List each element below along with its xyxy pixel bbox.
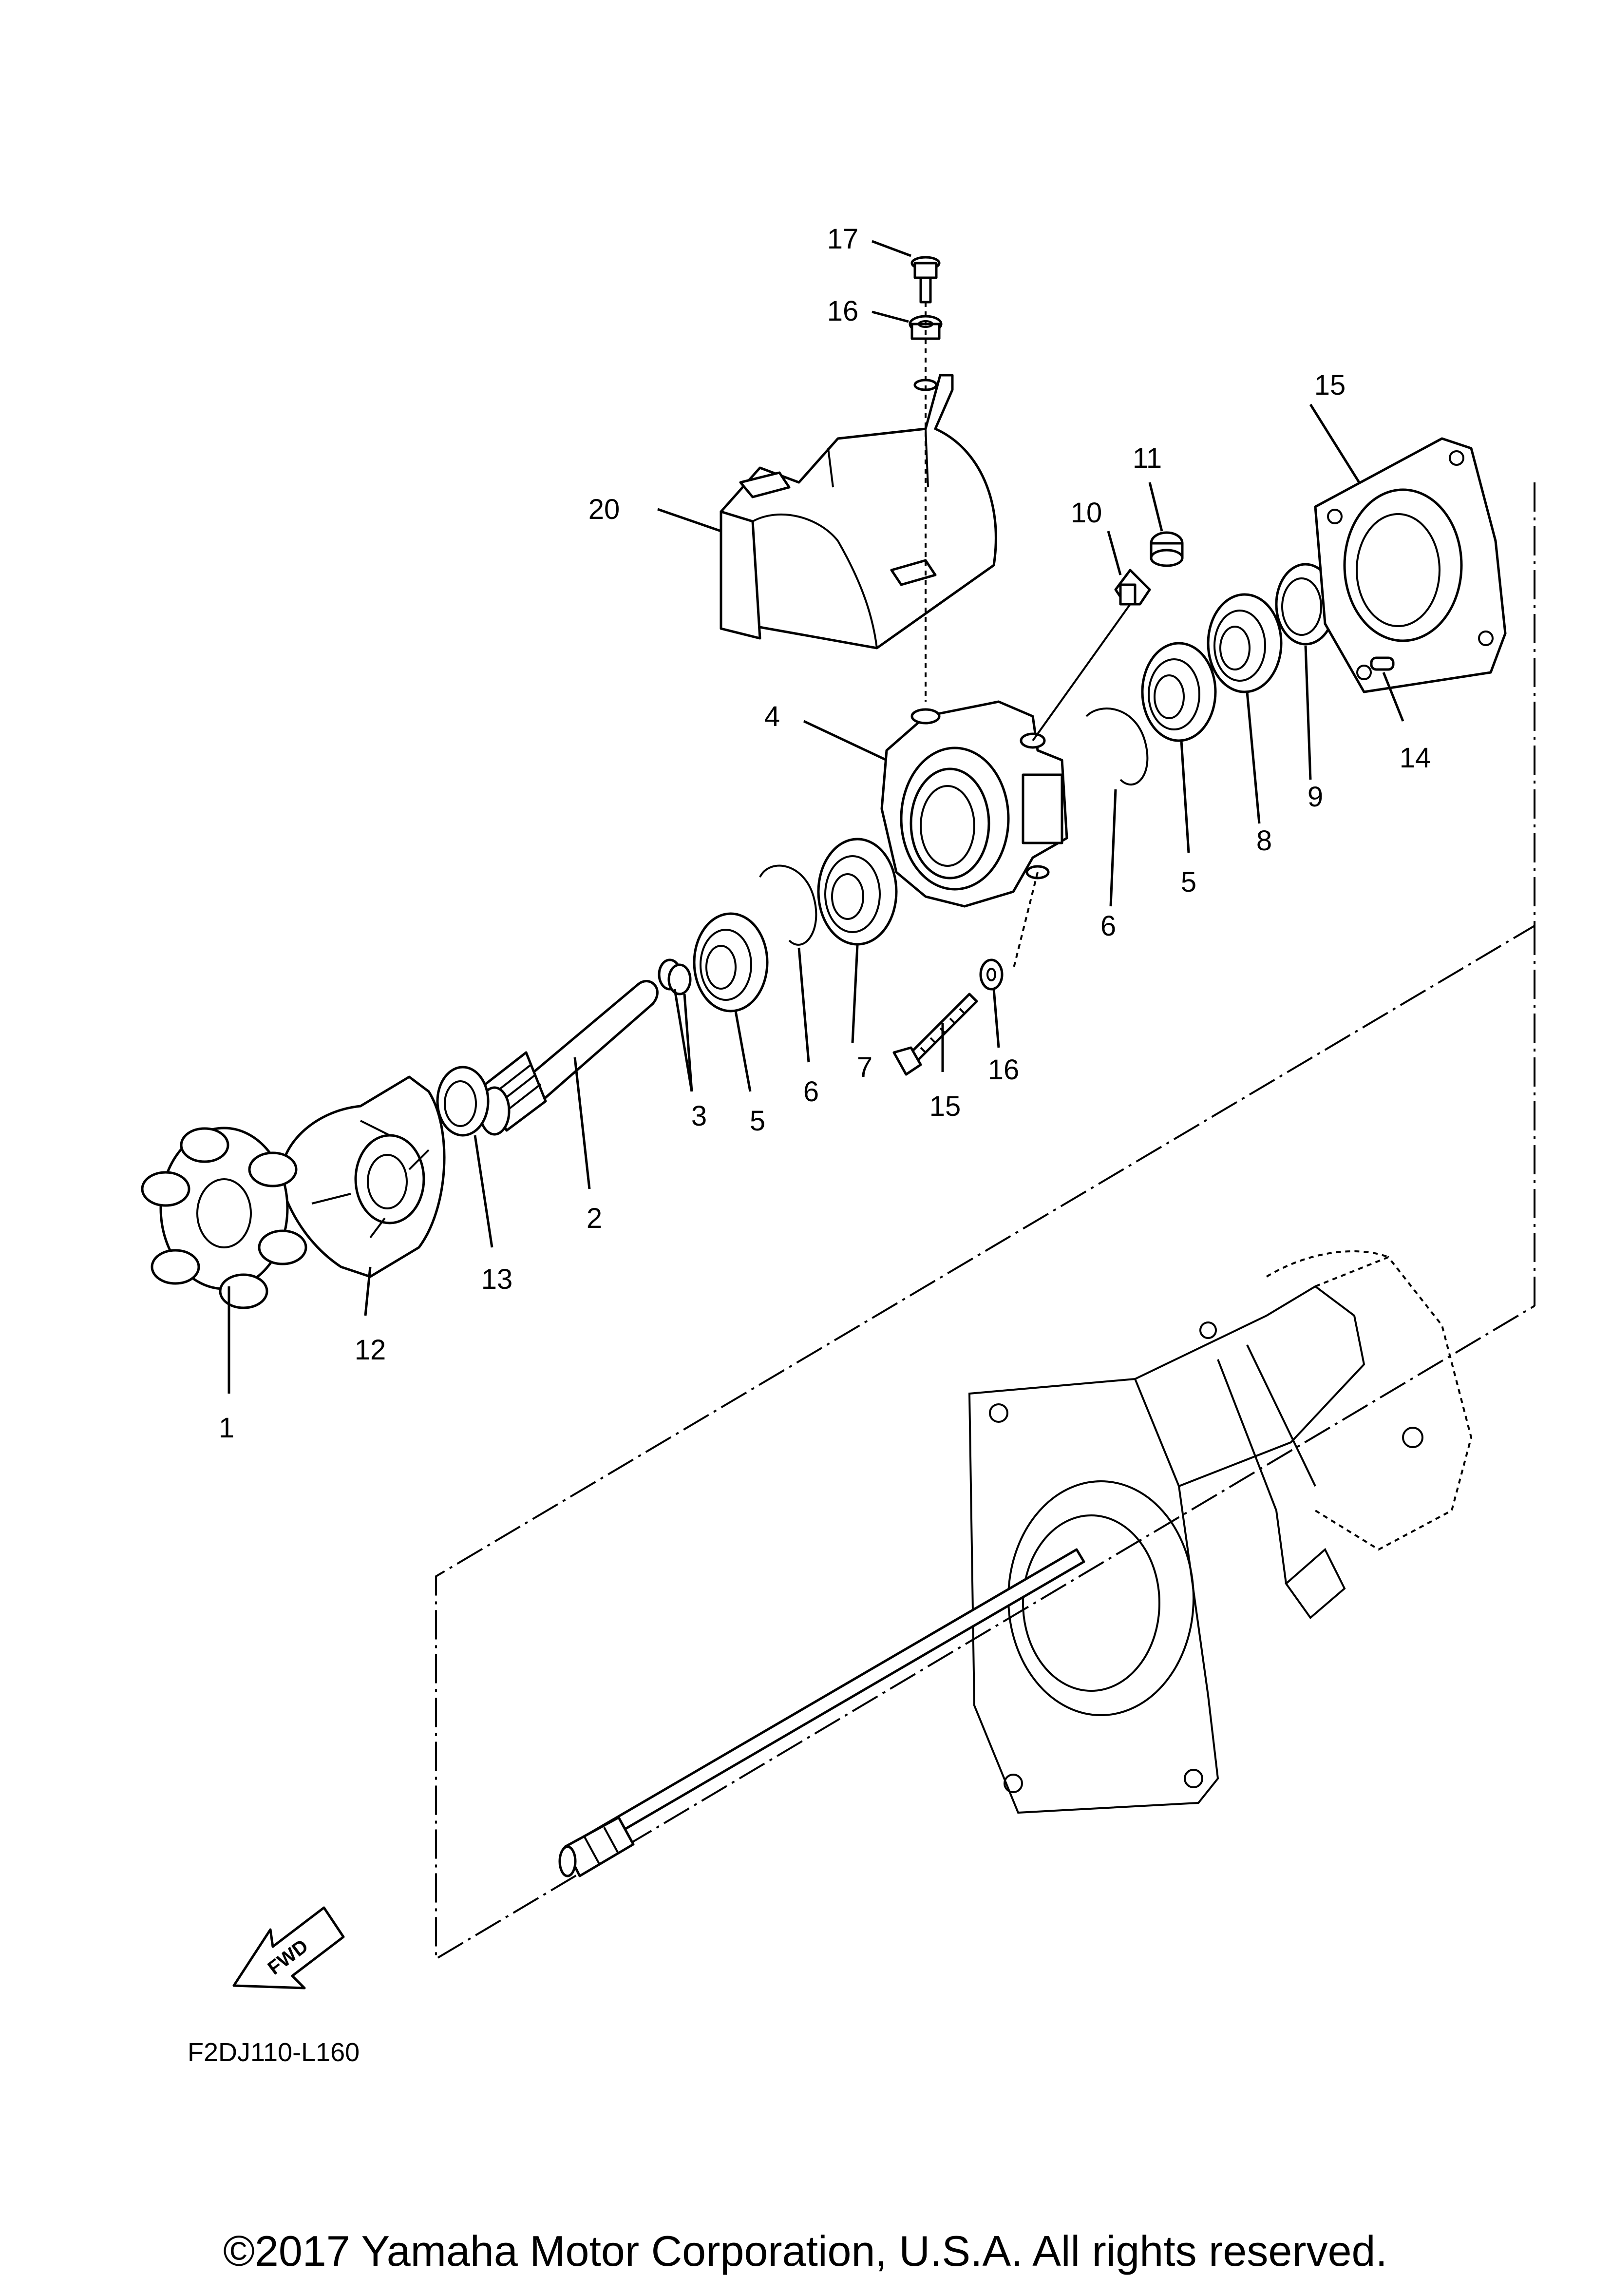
part-14-dowel-pin bbox=[1370, 656, 1395, 671]
part-6-circlip-left bbox=[759, 864, 817, 946]
housing-bolt-axis bbox=[1012, 872, 1039, 970]
label-14: 14 bbox=[1400, 742, 1431, 774]
part-3-o-rings bbox=[658, 958, 692, 995]
label-5-left: 5 bbox=[750, 1105, 765, 1137]
part-17-adapter bbox=[1314, 437, 1507, 693]
label-2: 2 bbox=[587, 1203, 602, 1234]
part-5-bearing-left bbox=[693, 912, 769, 1013]
part-7-bearing bbox=[817, 838, 898, 946]
callout-labels: 17 16 15 20 11 10 4 14 9 8 5 6 7 6 5 3 1… bbox=[219, 223, 1431, 1444]
label-7: 7 bbox=[857, 1052, 872, 1083]
label-10: 10 bbox=[1071, 497, 1102, 529]
label-20: 20 bbox=[588, 494, 620, 525]
part-20-cover bbox=[720, 374, 997, 650]
fwd-arrow: FWD bbox=[232, 1906, 345, 1990]
leader-lines bbox=[227, 240, 1404, 1394]
assembly-frame bbox=[435, 482, 1535, 1961]
drive-shaft bbox=[558, 1548, 1085, 1877]
part-16-washer bbox=[979, 958, 1004, 991]
label-8: 8 bbox=[1256, 825, 1272, 857]
part-1-damper bbox=[141, 1127, 307, 1309]
label-6-left: 6 bbox=[803, 1076, 819, 1108]
label-6-right: 6 bbox=[1100, 910, 1116, 942]
part-12-coupler bbox=[280, 1075, 446, 1278]
label-11: 11 bbox=[1133, 442, 1162, 474]
label-3: 3 bbox=[691, 1100, 707, 1132]
part-6-circlip-right bbox=[1085, 708, 1149, 786]
part-2-shaft bbox=[478, 980, 659, 1136]
label-15: 15 bbox=[929, 1091, 961, 1122]
copyright-footer: ©2017 Yamaha Motor Corporation, U.S.A. A… bbox=[223, 2227, 1387, 2275]
part-19-bolt bbox=[910, 256, 941, 304]
label-19: 17 bbox=[827, 223, 859, 255]
label-12: 12 bbox=[355, 1334, 386, 1366]
label-17: 15 bbox=[1314, 369, 1346, 401]
part-13-seal-ring bbox=[436, 1066, 490, 1137]
nipple-axis bbox=[1032, 603, 1131, 742]
part-8-bearing bbox=[1207, 593, 1283, 693]
label-9: 9 bbox=[1308, 781, 1323, 813]
label-16: 16 bbox=[988, 1054, 1020, 1086]
part-4-bearing-housing bbox=[880, 700, 1068, 908]
label-5-right: 5 bbox=[1181, 866, 1196, 898]
diagram-code: F2DJ110-L160 bbox=[188, 2038, 360, 2067]
part-15-bolt bbox=[892, 993, 978, 1076]
jet-pump-reference bbox=[968, 1250, 1473, 1814]
part-18-washer bbox=[909, 315, 943, 340]
label-1: 1 bbox=[219, 1412, 234, 1444]
label-4: 4 bbox=[764, 701, 780, 732]
part-11-cap bbox=[1150, 531, 1184, 567]
part-5-bearing-right bbox=[1141, 642, 1217, 742]
part-10-grease-nipple bbox=[1114, 569, 1151, 606]
label-13: 13 bbox=[481, 1263, 513, 1295]
label-18: 16 bbox=[827, 295, 859, 327]
